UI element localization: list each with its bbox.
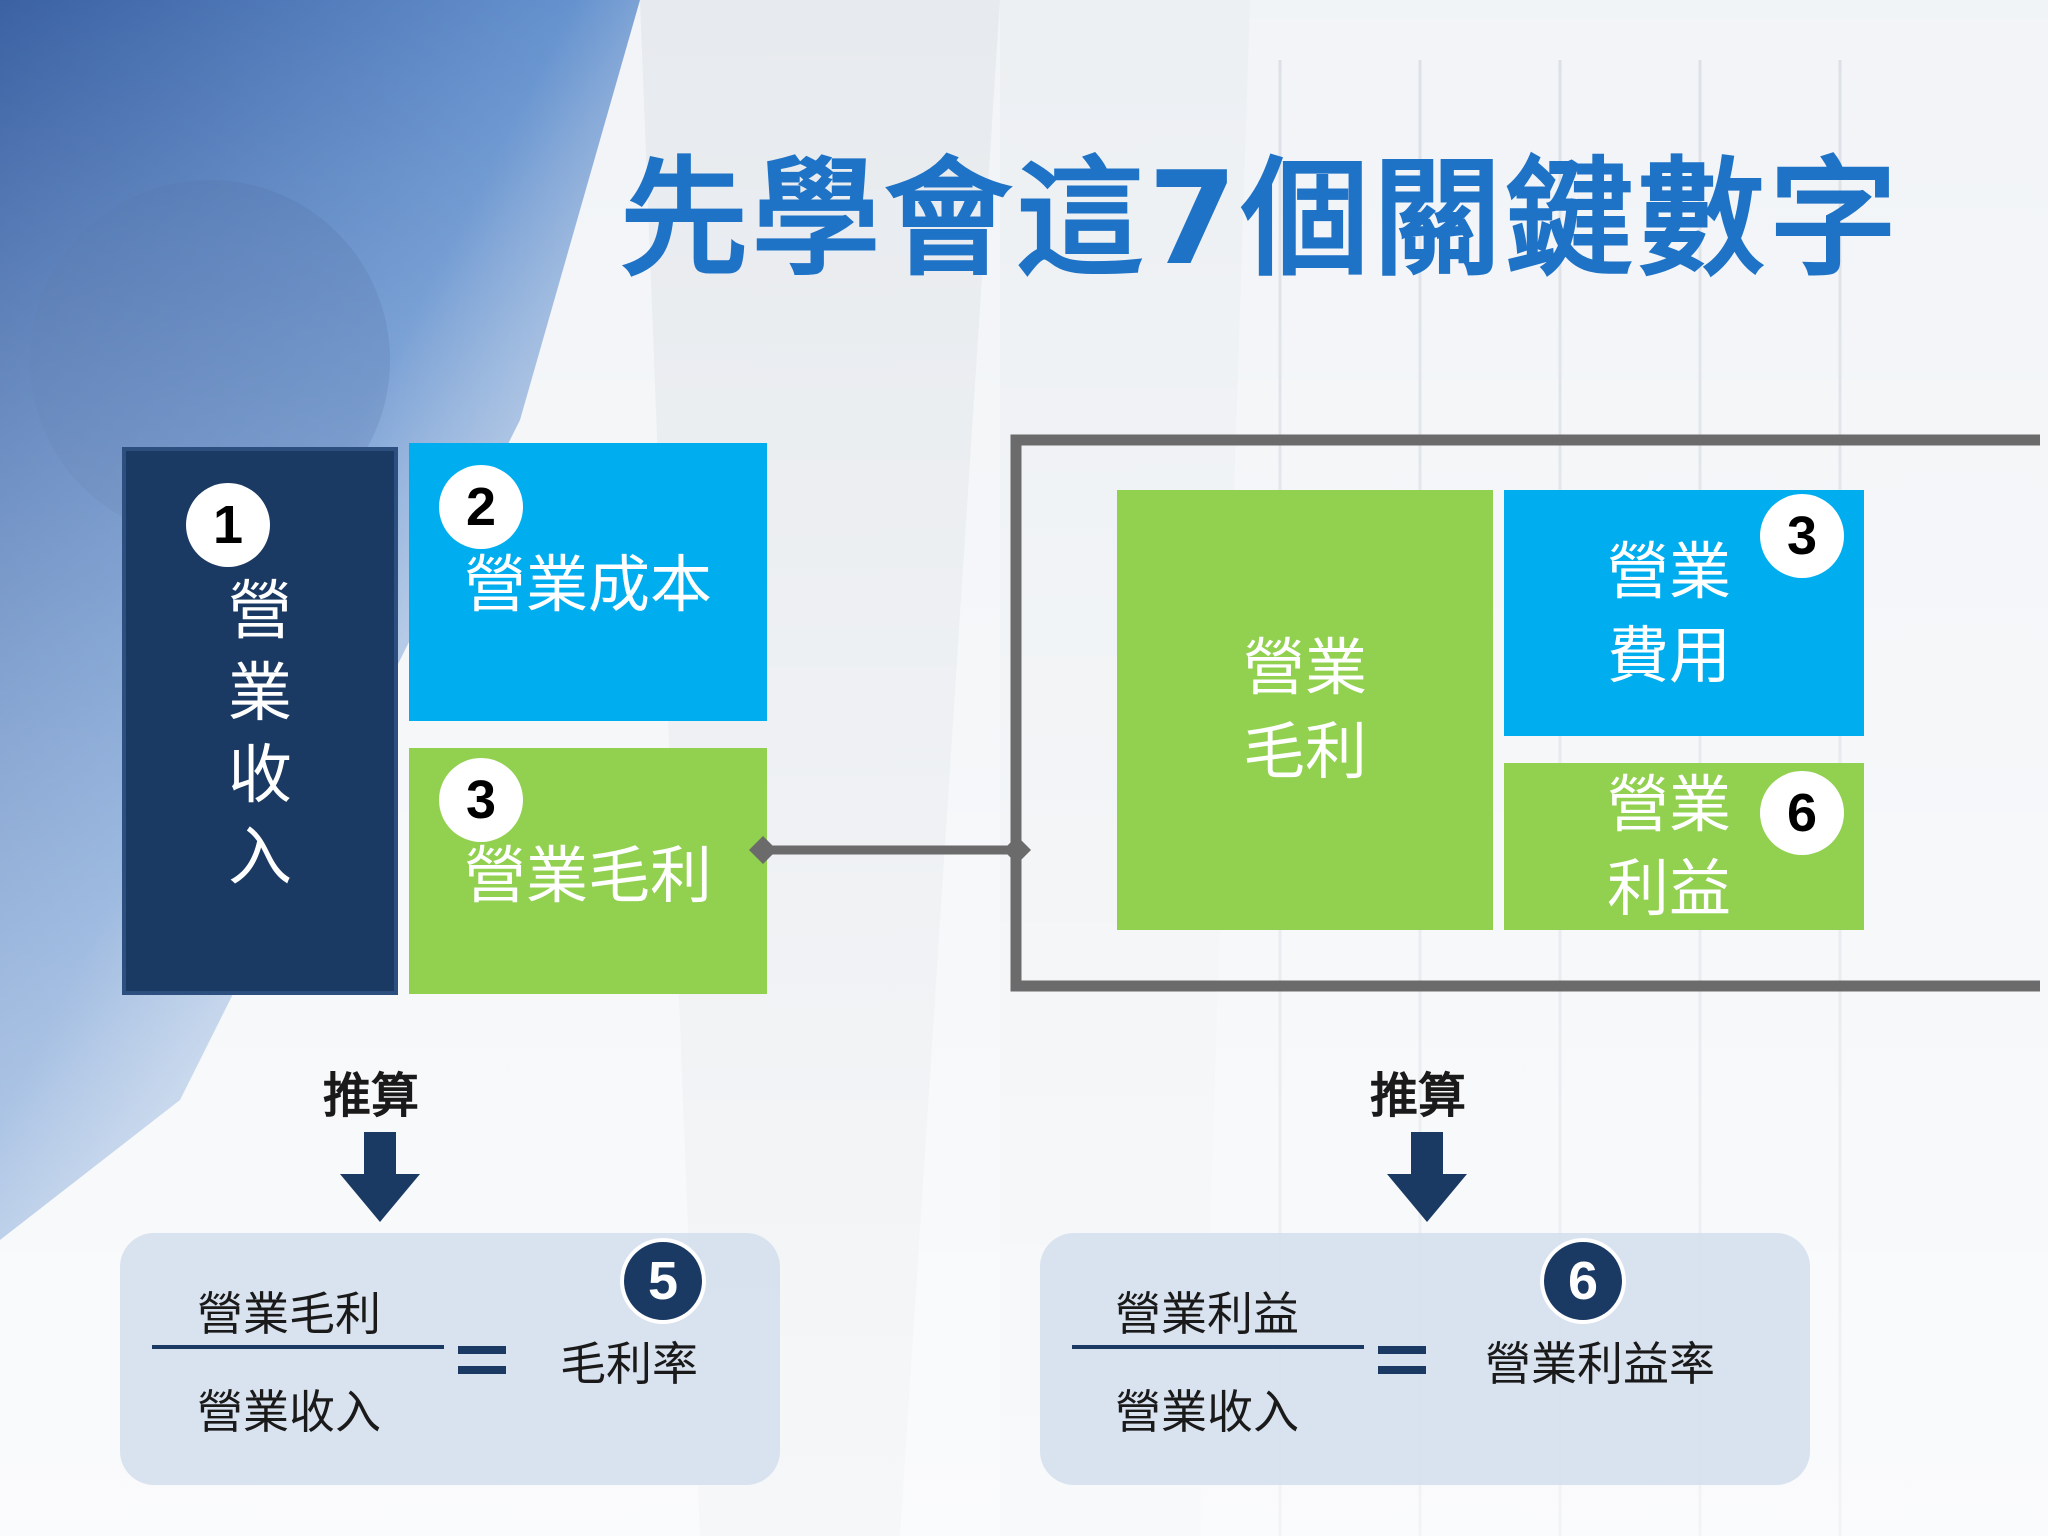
connector-line xyxy=(749,836,1031,864)
badge-operating-expenses: 3 xyxy=(1760,494,1844,578)
operating-expenses-box: 營業 費用 3 xyxy=(1504,490,1864,736)
badge-cost: 2 xyxy=(439,465,523,549)
derive-label-right: 推算 xyxy=(1370,1068,1467,1124)
formula-right-result: 營業利益率 xyxy=(1485,1337,1715,1391)
operating-income-label: 營業 利益 xyxy=(1606,768,1731,925)
formula-left-numerator: 營業毛利 xyxy=(197,1287,381,1341)
equals-sign-left xyxy=(458,1346,506,1386)
fraction-bar-left xyxy=(152,1345,444,1349)
badge-revenue: 1 xyxy=(186,483,270,567)
equals-sign-right xyxy=(1378,1346,1426,1386)
formula-right-numerator: 營業利益 xyxy=(1115,1287,1299,1341)
down-arrow-icon xyxy=(1387,1132,1467,1222)
down-arrow-icon xyxy=(340,1132,420,1222)
formula-left-denominator: 營業收入 xyxy=(197,1385,381,1439)
formula-left-result: 毛利率 xyxy=(560,1337,698,1391)
operating-income-box: 營業 利益 6 xyxy=(1504,763,1864,930)
formula-right-denominator: 營業收入 xyxy=(1115,1385,1299,1439)
badge-gross-margin: 5 xyxy=(620,1238,706,1324)
gross-profit-box: 3 營業毛利 xyxy=(409,748,767,994)
revenue-box: 1 營 業 收 入 xyxy=(122,447,398,995)
badge-operating-income: 6 xyxy=(1760,771,1844,855)
derive-label-left: 推算 xyxy=(323,1068,420,1124)
operating-expenses-label: 營業 費用 xyxy=(1606,535,1731,692)
fraction-bar-right xyxy=(1072,1345,1364,1349)
page-title: 先學會這7個關鍵數字 xyxy=(620,145,1902,294)
cost-label: 營業成本 xyxy=(463,548,712,621)
right-gross-profit-box: 營業 毛利 xyxy=(1117,490,1493,930)
badge-operating-margin: 6 xyxy=(1540,1238,1626,1324)
right-gross-profit-label: 營業 毛利 xyxy=(1242,631,1367,788)
gross-profit-label: 營業毛利 xyxy=(463,839,712,912)
bracket-frame xyxy=(1010,434,2040,992)
formula-panel-right xyxy=(1040,1233,1810,1485)
badge-gross-profit: 3 xyxy=(439,758,523,842)
cost-box: 2 營業成本 xyxy=(409,443,767,721)
revenue-label: 營 業 收 入 xyxy=(228,575,292,895)
